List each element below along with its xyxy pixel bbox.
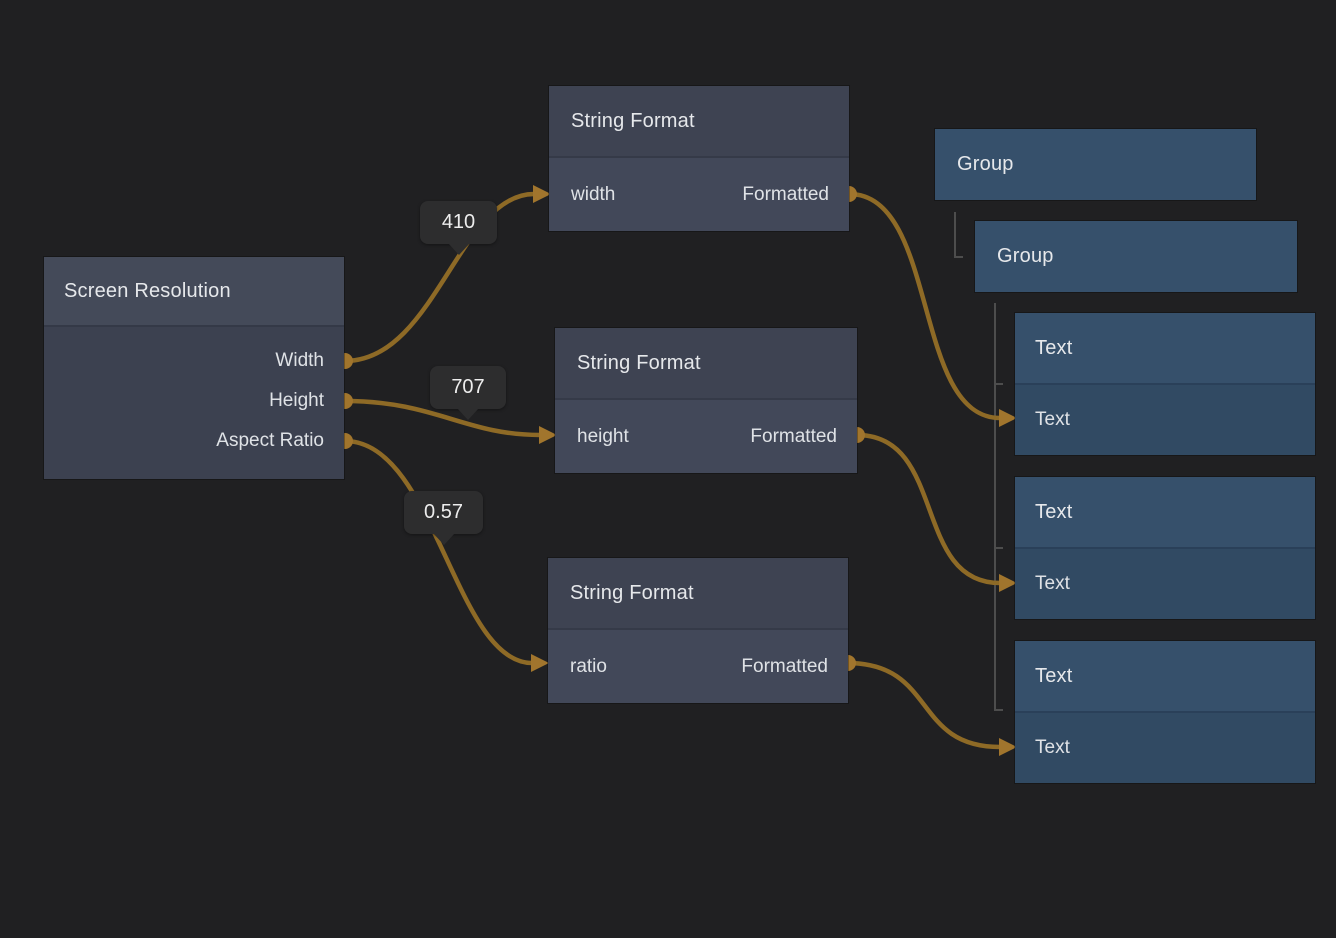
output-label: Formatted [742, 183, 829, 205]
wire-formatted-to-text-2[interactable] [856, 432, 1001, 586]
node-body: width Formatted [549, 156, 849, 231]
output-row-width[interactable]: Width [44, 341, 344, 381]
node-title: String Format [549, 86, 849, 156]
node-body: Width Height Aspect Ratio [44, 325, 344, 479]
wire-value-badge-ratio: 0.57 [404, 491, 483, 545]
hierarchy-line-group-to-texts [994, 303, 1003, 711]
input-label: ratio [570, 655, 607, 677]
node-title: Text [1015, 313, 1315, 383]
output-label: Formatted [750, 425, 837, 447]
node-text-1[interactable]: Text Text [1015, 313, 1315, 455]
output-label: Aspect Ratio [216, 430, 324, 451]
output-label: Height [269, 390, 324, 411]
wire-ratio-to-stringformat[interactable] [344, 438, 533, 666]
node-body: Text [1015, 711, 1315, 783]
node-text-3[interactable]: Text Text [1015, 641, 1315, 783]
input-arrow-icon [531, 654, 549, 672]
output-row-aspect-ratio[interactable]: Aspect Ratio [44, 421, 344, 461]
output-label: Formatted [741, 655, 828, 677]
input-label: Text [1035, 737, 1070, 758]
output-row-height[interactable]: Height [44, 381, 344, 421]
node-title: String Format [548, 558, 848, 628]
badge-tail-icon [432, 533, 455, 545]
node-text-2[interactable]: Text Text [1015, 477, 1315, 619]
node-title: String Format [555, 328, 857, 398]
input-label: Text [1035, 409, 1070, 430]
wire-value: 0.57 [424, 501, 463, 523]
node-group-outer[interactable]: Group [935, 129, 1256, 200]
badge-tail-icon [457, 408, 479, 420]
output-label: Width [275, 350, 324, 371]
wire-value-badge-height: 707 [430, 366, 506, 420]
node-title: Text [1015, 477, 1315, 547]
node-title: Screen Resolution [44, 257, 344, 325]
wire-value: 410 [441, 211, 476, 233]
node-body: Text [1015, 547, 1315, 619]
input-label: Text [1035, 573, 1070, 594]
wire-formatted-to-text-3[interactable] [846, 660, 1001, 750]
node-string-format-width[interactable]: String Format width Formatted [549, 86, 849, 231]
node-string-format-ratio[interactable]: String Format ratio Formatted [548, 558, 848, 703]
node-body: height Formatted [555, 398, 857, 473]
input-label: width [571, 183, 616, 205]
badge-tail-icon [447, 243, 470, 255]
node-string-format-height[interactable]: String Format height Formatted [555, 328, 857, 473]
node-body: Text [1015, 383, 1315, 455]
wire-value-badge-width: 410 [420, 201, 497, 255]
node-title: Text [1015, 641, 1315, 711]
input-label: height [577, 425, 629, 447]
node-group-inner[interactable]: Group [975, 221, 1297, 292]
node-body: ratio Formatted [548, 628, 848, 703]
hierarchy-line-group-to-group [954, 212, 963, 258]
wire-value: 707 [451, 376, 485, 398]
node-title: Group [957, 153, 1014, 175]
node-title: Group [997, 245, 1054, 267]
node-screen-resolution[interactable]: Screen Resolution Width Height Aspect Ra… [44, 257, 344, 479]
